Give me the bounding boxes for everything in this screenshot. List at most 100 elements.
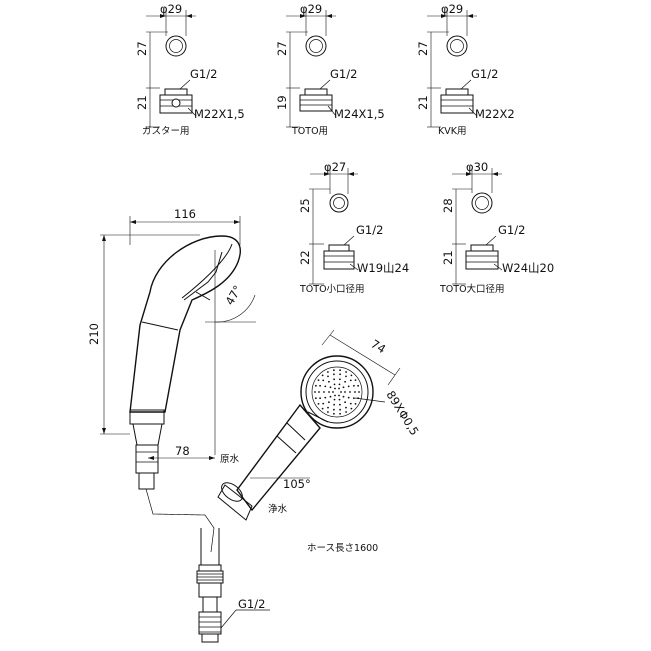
- spray-hole: [344, 401, 346, 404]
- spray-hole: [349, 402, 352, 405]
- adapter-gas-height-bottom: 21: [135, 95, 149, 110]
- adapter-gas-thread-g: G1/2: [190, 67, 217, 81]
- spray-hole: [339, 373, 341, 376]
- adapter-kvk: φ29 27 21 G1/2 M22X2 KVK用: [416, 2, 515, 137]
- spray-holes: [314, 369, 360, 415]
- adapter-toto-large-thread-m: W24山20: [502, 261, 554, 275]
- spray-hole: [342, 386, 345, 389]
- adapter-toto-height-bottom: 19: [275, 95, 289, 110]
- spray-hole: [324, 396, 327, 399]
- spray-hole: [329, 395, 332, 398]
- spray-hole: [333, 403, 335, 406]
- spray-hole: [353, 397, 355, 400]
- spray-hole: [327, 406, 329, 409]
- spray-hole: [338, 394, 340, 397]
- spray-hole: [344, 380, 346, 383]
- spray-hole: [350, 374, 353, 377]
- spray-hole: [328, 380, 330, 383]
- spray-hole: [342, 395, 345, 398]
- shower-head-front-view: 74 89XΦ0,5 105° 浄水: [217, 329, 422, 521]
- spray-hole: [347, 396, 350, 399]
- adapter-kvk-caption: KVK用: [438, 126, 466, 137]
- spray-hole: [329, 386, 332, 389]
- spray-hole: [339, 408, 341, 411]
- spray-hole: [333, 373, 335, 376]
- spray-hole: [339, 403, 341, 406]
- adapter-toto-caption: TOTO用: [291, 126, 328, 137]
- spray-hole: [318, 391, 320, 393]
- adapter-gas-height-top: 27: [135, 41, 149, 56]
- adapter-gas-diameter: φ29: [160, 2, 182, 16]
- hose-fitting-thread-label: G1/2: [238, 597, 265, 611]
- face-width-label: 74: [368, 337, 388, 357]
- spray-hole: [328, 401, 330, 404]
- spray-hole: [315, 397, 317, 400]
- spray-hole: [327, 375, 329, 378]
- spray-hole: [357, 384, 359, 387]
- spray-hole: [354, 391, 356, 393]
- spray-hole: [324, 385, 327, 388]
- spray-hole: [332, 391, 334, 393]
- adapter-toto-small-thread-g: G1/2: [356, 223, 383, 237]
- spray-hole: [340, 391, 342, 393]
- spray-hole: [345, 375, 347, 378]
- spray-hole: [333, 398, 336, 401]
- raw-water-label: 原水: [220, 453, 240, 465]
- spray-hole: [350, 407, 353, 410]
- adapter-kvk-height-bottom: 21: [416, 95, 430, 110]
- clean-water-label: 浄水: [268, 503, 288, 515]
- adapter-gas: φ29 27 21 G1/2 M22X1,5 ガスター用: [135, 2, 245, 137]
- spray-hole: [321, 374, 324, 377]
- adapter-toto-height-top: 27: [275, 41, 289, 56]
- adapter-toto-small-caption: TOTO小口径用: [299, 283, 365, 295]
- spray-hole: [349, 391, 351, 393]
- adapter-toto-large-height-top: 28: [441, 198, 455, 213]
- spray-hole: [338, 387, 340, 390]
- spray-hole: [339, 369, 341, 372]
- spray-hole: [327, 371, 329, 373]
- shower-height-label: 210: [87, 323, 101, 345]
- adapter-gas-caption: ガスター用: [142, 126, 190, 137]
- adapter-toto-diameter: φ29: [300, 2, 322, 16]
- adapter-toto-large-diameter: φ30: [466, 160, 488, 174]
- spray-hole: [317, 379, 320, 381]
- spray-hole: [345, 371, 347, 373]
- spray-hole: [334, 387, 336, 390]
- spray-hole: [319, 384, 321, 387]
- spray-hole: [349, 379, 352, 382]
- adapter-toto-small-height-top: 25: [298, 198, 312, 213]
- shower-head-side-view: 116 210 47° 78 原水: [87, 207, 256, 490]
- spray-hole: [322, 402, 325, 405]
- spray-hole: [333, 412, 335, 415]
- adapter-toto-small-thread-m: W19山24: [357, 261, 409, 275]
- spray-hole: [319, 397, 321, 400]
- spray-hole: [333, 378, 335, 381]
- spray-hole: [358, 391, 360, 393]
- shower-offset-label: 78: [175, 444, 190, 458]
- spray-hole: [344, 391, 346, 393]
- spray-hole: [353, 384, 355, 387]
- spray-hole: [322, 379, 325, 382]
- spray-hole: [314, 391, 316, 393]
- shower-width-label: 116: [174, 207, 196, 221]
- spray-hole: [338, 398, 341, 401]
- hose-length-label: ホース長さ1600: [307, 543, 378, 554]
- adapter-kvk-diameter: φ29: [441, 2, 463, 16]
- spray-hole: [333, 383, 336, 386]
- adapter-toto-small-height-bottom: 22: [298, 250, 312, 265]
- spray-hole: [339, 412, 341, 415]
- spray-hole: [333, 369, 335, 372]
- adapter-gas-thread-m: M22X1,5: [194, 107, 245, 121]
- spray-hole: [345, 406, 347, 409]
- spray-hole: [334, 394, 336, 397]
- adapter-toto-thread-m: M24X1,5: [334, 107, 385, 121]
- hose: ホース長さ1600 G1/2: [145, 488, 378, 643]
- spray-hole: [317, 403, 320, 405]
- adapter-kvk-thread-m: M22X2: [475, 107, 515, 121]
- spray-hole: [328, 391, 330, 393]
- tilt-angle-label: 105°: [283, 477, 311, 491]
- adapter-toto-thread-g: G1/2: [330, 67, 357, 81]
- adapter-toto-large: φ30 28 21 G1/2 W24山20 TOTO大口径用: [439, 160, 554, 295]
- spray-hole: [333, 408, 335, 411]
- adapter-toto-large-height-bottom: 21: [441, 250, 455, 265]
